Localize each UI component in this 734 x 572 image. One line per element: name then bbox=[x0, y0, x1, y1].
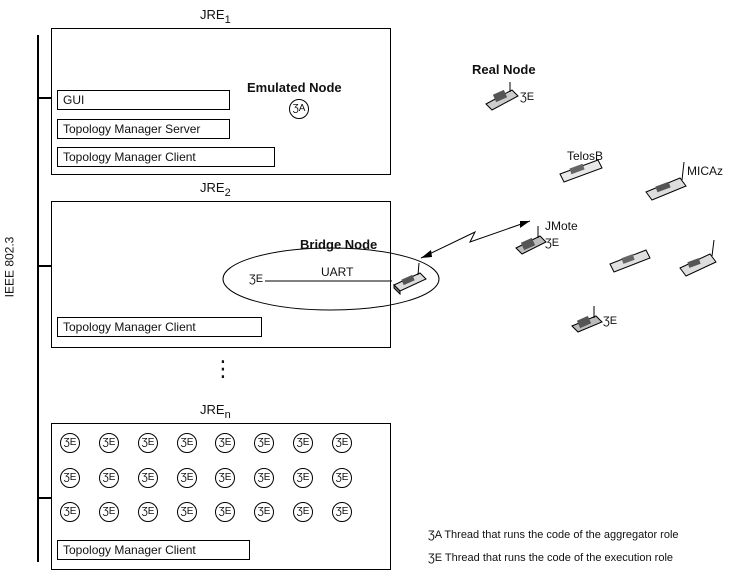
execution-thread-icon: ƷE bbox=[254, 468, 274, 488]
jmote-mote-icon bbox=[515, 226, 547, 255]
execution-thread-icon: ƷE bbox=[293, 502, 313, 522]
execution-thread-icon: ƷE bbox=[215, 433, 235, 453]
telosb-label: TelosB bbox=[567, 149, 604, 163]
execution-thread-icon: ƷE bbox=[293, 433, 313, 453]
real-node-label: Real Node bbox=[472, 62, 536, 77]
jren-label: JREn bbox=[200, 402, 231, 421]
execution-thread-icon: ƷE bbox=[332, 502, 352, 522]
legend-execution-text: Thread that runs the code of the executi… bbox=[444, 552, 674, 564]
execution-thread-icon: ƷE bbox=[254, 433, 274, 453]
legend-aggregator-symbol: ƷA bbox=[428, 529, 442, 541]
bottom-mote-thread: ƷE bbox=[603, 315, 618, 327]
execution-thread-icon: ƷE bbox=[177, 468, 197, 488]
execution-thread-icon: ƷE bbox=[215, 468, 235, 488]
legend-execution-symbol: ƷE bbox=[428, 552, 443, 564]
execution-thread-icon: ƷE bbox=[99, 468, 119, 488]
execution-thread-icon: ƷE bbox=[215, 502, 235, 522]
uart-label: UART bbox=[321, 265, 354, 279]
bridge-mote-icon bbox=[393, 263, 427, 295]
execution-thread-icon: ƷE bbox=[60, 468, 80, 488]
bridge-node-label: Bridge Node bbox=[300, 237, 378, 252]
execution-thread-icon: ƷE bbox=[138, 433, 158, 453]
execution-thread-icon: ƷE bbox=[254, 502, 274, 522]
emulated-node-label: Emulated Node bbox=[247, 80, 342, 95]
execution-thread-icon: ƷE bbox=[177, 502, 197, 522]
micaz-label: MICAz bbox=[687, 164, 723, 178]
tm-server-box: Topology Manager Server bbox=[57, 119, 230, 139]
gui-box: GUI bbox=[57, 90, 230, 110]
jre2-label: JRE2 bbox=[200, 180, 231, 199]
ellipsis: ⋮ bbox=[212, 356, 234, 381]
execution-thread-icon: ƷE bbox=[60, 502, 80, 522]
jre2-box bbox=[51, 201, 391, 348]
telosb-mote-icon bbox=[559, 159, 603, 183]
execution-thread-icon: ƷE bbox=[60, 433, 80, 453]
execution-thread-icon: ƷE bbox=[293, 468, 313, 488]
bottom-mote-icon bbox=[571, 306, 603, 333]
legend-aggregator-text: Thread that runs the code of the aggrega… bbox=[444, 529, 679, 541]
execution-thread-icon: ƷE bbox=[332, 433, 352, 453]
tm-client-box-1: Topology Manager Client bbox=[57, 147, 275, 167]
legend-aggregator: ƷA Thread that runs the code of the aggr… bbox=[428, 529, 679, 541]
bridge-thread-icon: ƷE bbox=[249, 273, 264, 285]
execution-thread-icon: ƷE bbox=[99, 433, 119, 453]
micaz-mote-icon bbox=[645, 161, 687, 201]
jmote-thread: ƷE bbox=[545, 237, 560, 249]
legend-execution: ƷE Thread that runs the code of the exec… bbox=[428, 552, 673, 564]
execution-thread-icon: ƷE bbox=[99, 502, 119, 522]
real-node-thread: ƷE bbox=[520, 91, 535, 103]
right-mote-icon bbox=[679, 239, 717, 277]
tm-client-box-n: Topology Manager Client bbox=[57, 540, 250, 560]
middle-mote-icon bbox=[609, 249, 651, 273]
jmote-label: JMote bbox=[545, 219, 578, 233]
tm-client-box-2: Topology Manager Client bbox=[57, 317, 262, 337]
real-node-mote-icon bbox=[485, 82, 519, 111]
execution-thread-icon: ƷE bbox=[177, 433, 197, 453]
jre1-label: JRE1 bbox=[200, 7, 231, 26]
execution-thread-icon: ƷE bbox=[138, 468, 158, 488]
emulated-thread-icon: ƷA bbox=[289, 99, 309, 119]
execution-thread-icon: ƷE bbox=[138, 502, 158, 522]
execution-thread-icon: ƷE bbox=[332, 468, 352, 488]
